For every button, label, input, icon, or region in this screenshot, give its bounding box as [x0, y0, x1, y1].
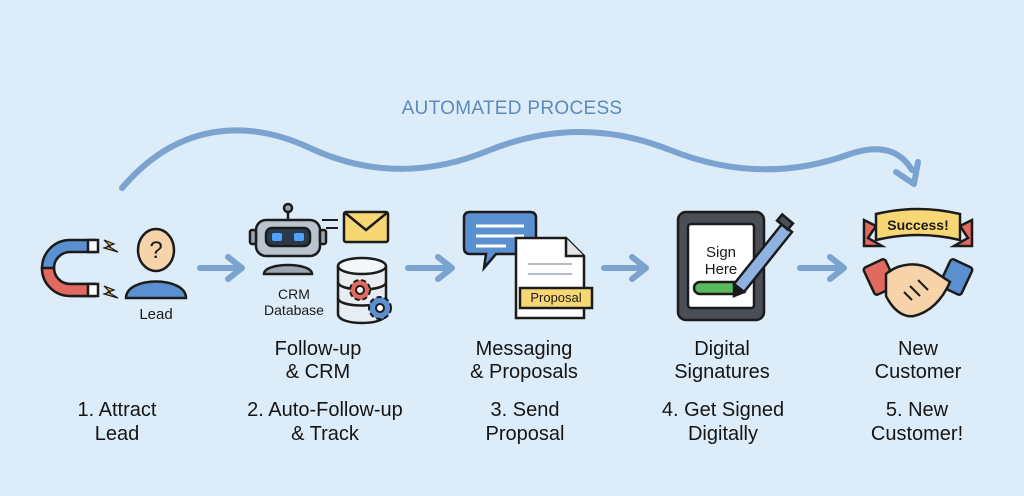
envelope-icon [322, 210, 390, 244]
proposal-doc-label: Proposal [530, 290, 582, 305]
lead-person-icon: ? [124, 227, 188, 300]
connector-arrow-1 [197, 254, 245, 282]
automated-process-arrow [119, 127, 921, 191]
step-line-2: Lead [94, 423, 140, 445]
here-label: Here [704, 261, 738, 278]
magnet-icon [40, 238, 100, 298]
heading-line-1: Follow-up [274, 338, 362, 360]
lead-label: Lead [139, 306, 173, 323]
handshake-icon [862, 258, 974, 318]
step-2-label: 2. Auto-Follow-up & Track [220, 398, 430, 446]
heading-digital-signatures: Digital Signatures [622, 338, 822, 384]
heading-follow-up-crm: Follow-up & CRM [218, 338, 418, 384]
step-line-1: 5. New [885, 399, 949, 421]
step-line-2: Digitally [687, 423, 759, 445]
heading-line-1: New [897, 338, 938, 360]
step-line-2: & Track [291, 423, 359, 445]
step-line-1: 2. Auto-Follow-up [247, 399, 403, 421]
success-ribbon-icon [862, 207, 974, 248]
heading-line-2: Signatures [674, 361, 770, 383]
automated-process-title: AUTOMATED PROCESS [401, 98, 623, 119]
heading-line-1: Digital [694, 338, 750, 360]
step-4-label: 4. Get Signed Digitally [618, 398, 828, 446]
success-label: Success! [887, 217, 949, 233]
svg-text:?: ? [149, 237, 162, 264]
heading-line-2: Customer [874, 361, 962, 383]
crm-database-label: CRM Database [254, 286, 334, 318]
robot-icon [248, 202, 328, 276]
heading-line-2: & CRM [285, 361, 351, 383]
database-label: Database [264, 302, 324, 318]
connector-arrow-2 [405, 254, 455, 282]
connector-arrow-3 [601, 254, 649, 282]
heading-line-2: & Proposals [470, 361, 578, 383]
sign-label: Sign [705, 244, 737, 261]
step-line-2: Proposal [485, 423, 565, 445]
heading-line-1: Messaging [475, 338, 573, 360]
connector-arrow-4 [797, 254, 847, 282]
step-line-2: Customer! [870, 423, 964, 445]
proposal-document-icon [514, 236, 594, 320]
heading-messaging-proposals: Messaging & Proposals [424, 338, 624, 384]
step-line-1: 4. Get Signed [661, 399, 785, 421]
step-1-label: 1. Attract Lead [12, 398, 222, 446]
step-line-1: 1. Attract [77, 399, 157, 421]
crm-label: CRM [278, 286, 310, 302]
step-line-1: 3. Send [490, 399, 560, 421]
sign-here-label: Sign Here [688, 244, 754, 278]
step-5-label: 5. New Customer! [812, 398, 1022, 446]
lightning-icon [101, 239, 119, 299]
step-3-label: 3. Send Proposal [420, 398, 630, 446]
heading-new-customer: New Customer [818, 338, 1018, 384]
pen-icon [732, 212, 795, 298]
gear-icon [349, 279, 392, 320]
